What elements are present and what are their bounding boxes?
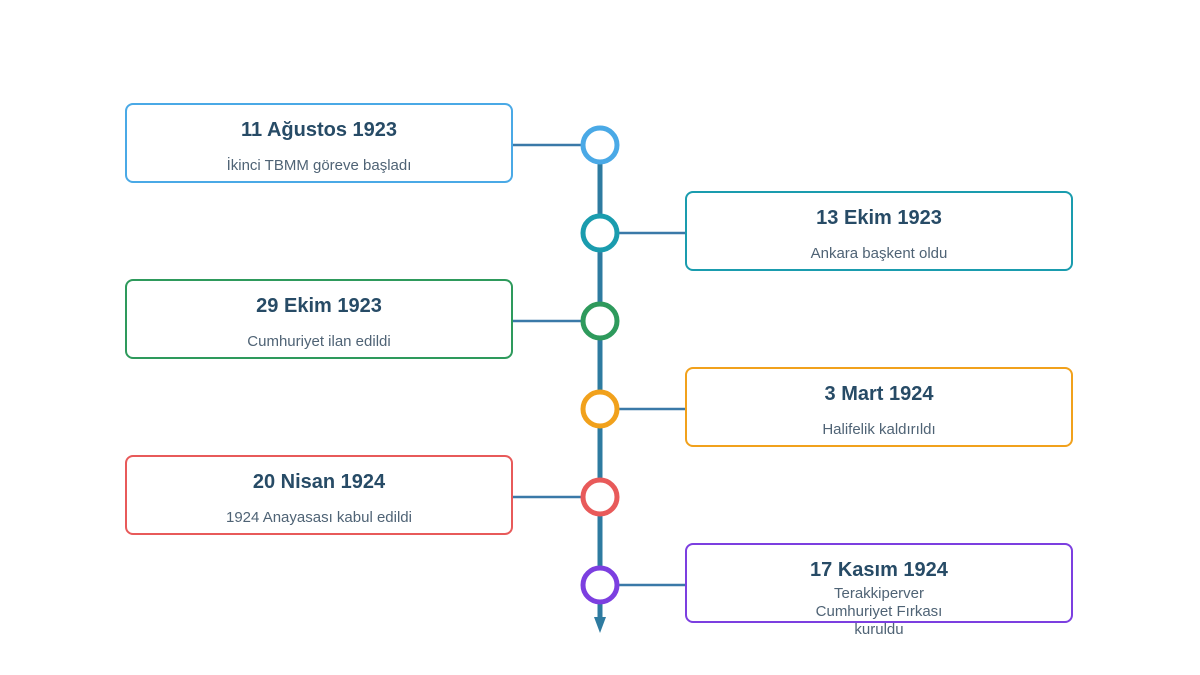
event-card: 20 Nisan 1924 1924 Anayasası kabul edildi [125, 455, 513, 535]
timeline-node [580, 125, 620, 165]
event-date: 11 Ağustos 1923 [240, 119, 397, 141]
event-description: Ankara başkent oldu [810, 245, 948, 262]
event-description: Terakkiperver Cumhuriyet Fırkası kuruldu [815, 585, 943, 638]
timeline-arrow-head [594, 617, 606, 633]
timeline-node [580, 565, 620, 605]
timeline-node [580, 213, 620, 253]
event-date: 29 Ekim 1923 [256, 295, 382, 317]
event-description: Cumhuriyet ilan edildi [247, 333, 391, 350]
timeline-node [580, 301, 620, 341]
event-date: 3 Mart 1924 [824, 383, 934, 405]
timeline-node [580, 477, 620, 517]
event-description: Halifelik kaldırıldı [822, 421, 936, 438]
event-date: 20 Nisan 1924 [252, 471, 386, 493]
event-description: İkinci TBMM göreve başladı [226, 157, 412, 174]
event-description: 1924 Anayasası kabul edildi [226, 509, 412, 526]
event-date: 13 Ekim 1923 [816, 207, 942, 229]
timeline-node [580, 389, 620, 429]
event-date: 17 Kasım 1924 [810, 559, 948, 581]
